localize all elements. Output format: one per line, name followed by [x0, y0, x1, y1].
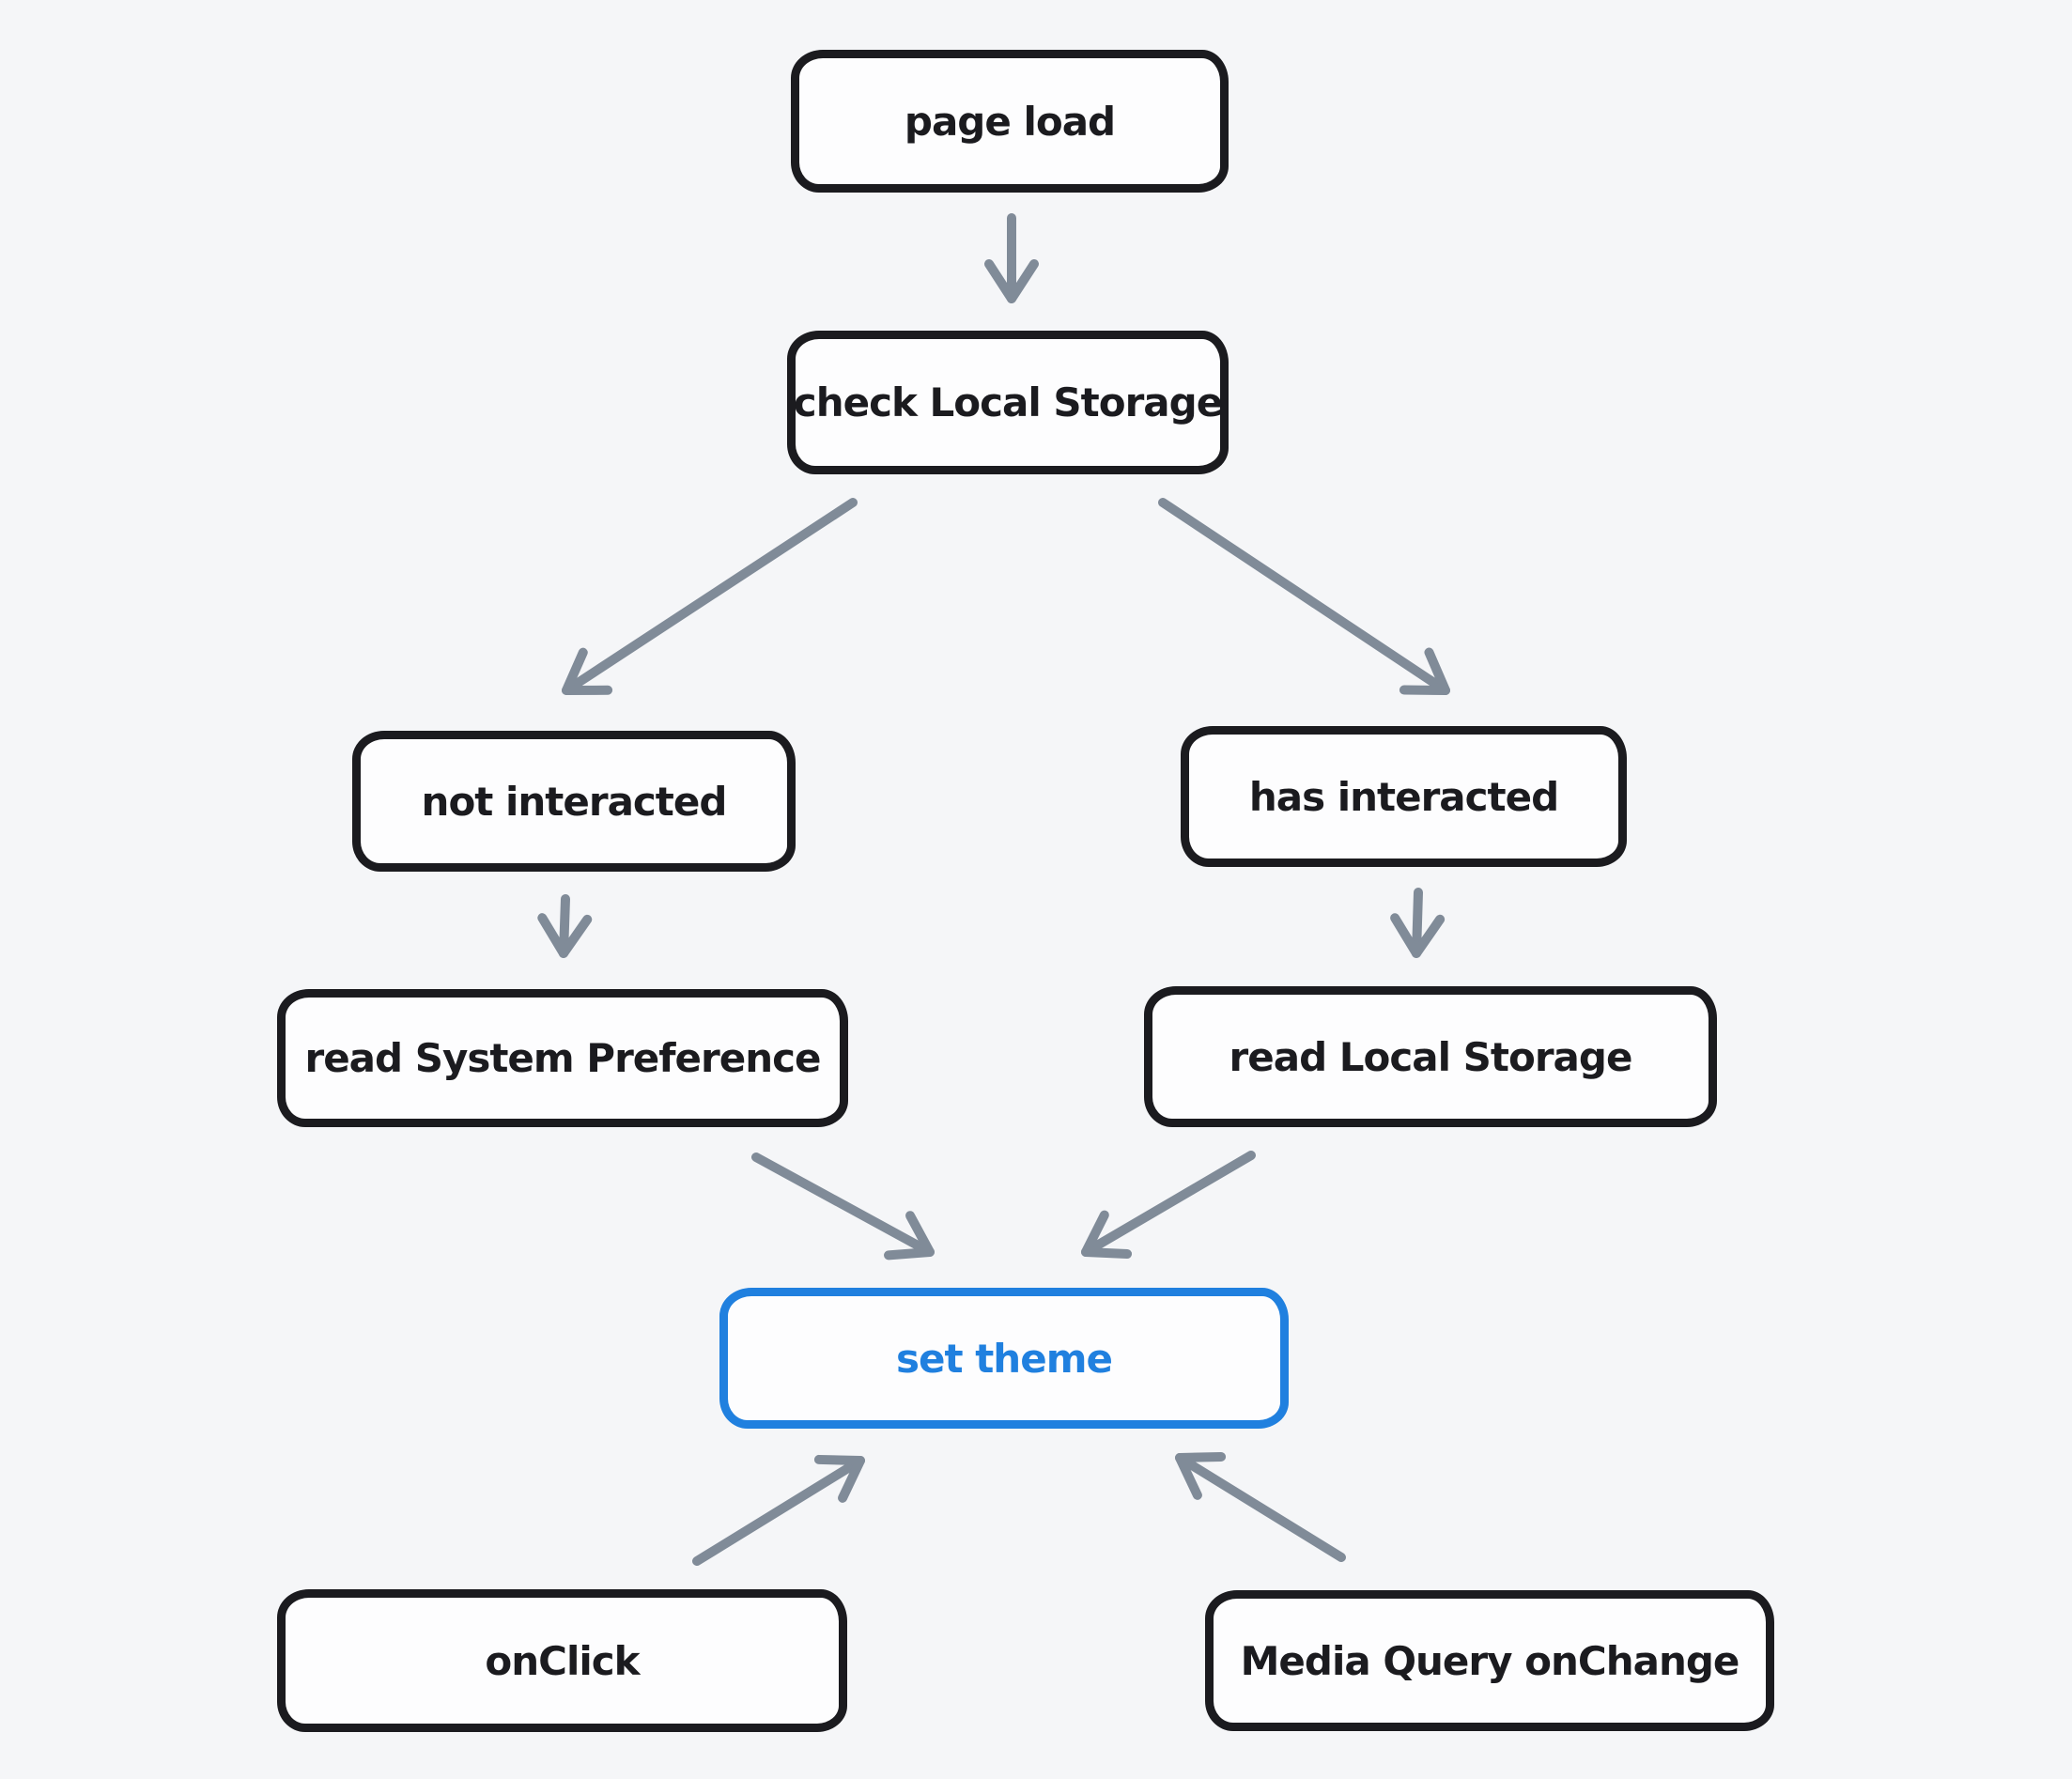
arrow-onclick-to-set-theme — [692, 1454, 865, 1566]
arrow-read-local-storage-to-set-theme — [1081, 1151, 1256, 1260]
arrow-check-local-storage-to-not-interacted — [562, 498, 858, 695]
node-has-interacted-label: has interacted — [1248, 773, 1559, 820]
arrow-check-local-storage-to-has-interacted — [1158, 498, 1450, 695]
node-has-interacted: has interacted — [1181, 726, 1627, 867]
node-set-theme: set theme — [719, 1288, 1289, 1429]
node-read-system-preference-label: read System Preference — [304, 1035, 821, 1081]
arrow-read-system-preference-to-set-theme — [751, 1152, 935, 1261]
node-read-local-storage-label: read Local Storage — [1229, 1033, 1633, 1080]
node-set-theme-label: set theme — [896, 1335, 1113, 1382]
node-not-interacted: not interacted — [352, 731, 796, 872]
node-media-query-onchange: Media Query onChange — [1205, 1590, 1774, 1731]
node-onclick: onClick — [277, 1589, 847, 1732]
node-read-local-storage: read Local Storage — [1144, 986, 1717, 1127]
node-page-load: page load — [791, 50, 1229, 193]
node-onclick-label: onClick — [485, 1637, 640, 1684]
arrow-has-interacted-to-read-local-storage — [1390, 888, 1446, 958]
node-page-load-label: page load — [904, 98, 1116, 145]
node-media-query-onchange-label: Media Query onChange — [1240, 1637, 1740, 1684]
node-check-local-storage-label: check Local Storage — [793, 379, 1223, 425]
node-check-local-storage: check Local Storage — [787, 331, 1229, 474]
arrow-not-interacted-to-read-system-preference — [537, 894, 593, 958]
node-not-interacted-label: not interacted — [421, 778, 728, 825]
node-read-system-preference: read System Preference — [277, 989, 848, 1127]
arrow-media-query-onchange-to-set-theme — [1175, 1451, 1346, 1562]
